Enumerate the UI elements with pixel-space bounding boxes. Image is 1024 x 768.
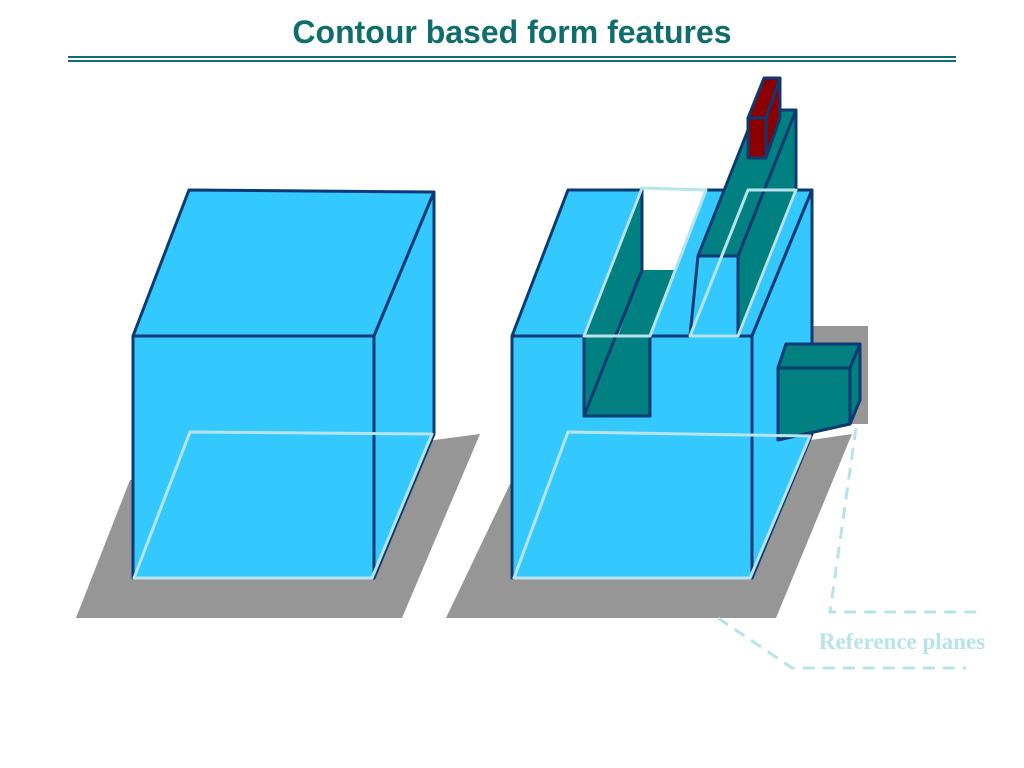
tip-front-face bbox=[746, 116, 768, 160]
boss-top-face bbox=[776, 342, 862, 370]
page-title: Contour based form features bbox=[292, 14, 732, 50]
boss-front-face bbox=[776, 366, 852, 442]
title-rule-bottom bbox=[68, 60, 956, 62]
left-block bbox=[76, 188, 480, 618]
rib-face bbox=[688, 254, 740, 338]
right-reference-plane bbox=[512, 430, 812, 580]
right-block bbox=[446, 76, 868, 618]
rib-reference-plane bbox=[688, 188, 798, 338]
slot-front-wall bbox=[582, 334, 652, 418]
reference-planes-callout: Reference planes bbox=[717, 427, 985, 670]
slot-back-wall bbox=[618, 270, 674, 336]
title-rule-top bbox=[68, 56, 956, 58]
slot-reference-plane bbox=[582, 186, 708, 338]
callout-leader-upper bbox=[828, 427, 980, 614]
left-reference-plane bbox=[132, 430, 434, 580]
reference-planes-label: Reference planes bbox=[819, 629, 985, 654]
slot-inner-edge bbox=[582, 269, 644, 417]
callout-leader-lower bbox=[717, 616, 966, 670]
left-block-front-face bbox=[131, 334, 376, 580]
right-block-front-face bbox=[510, 334, 754, 580]
tip-top-face bbox=[746, 76, 782, 120]
